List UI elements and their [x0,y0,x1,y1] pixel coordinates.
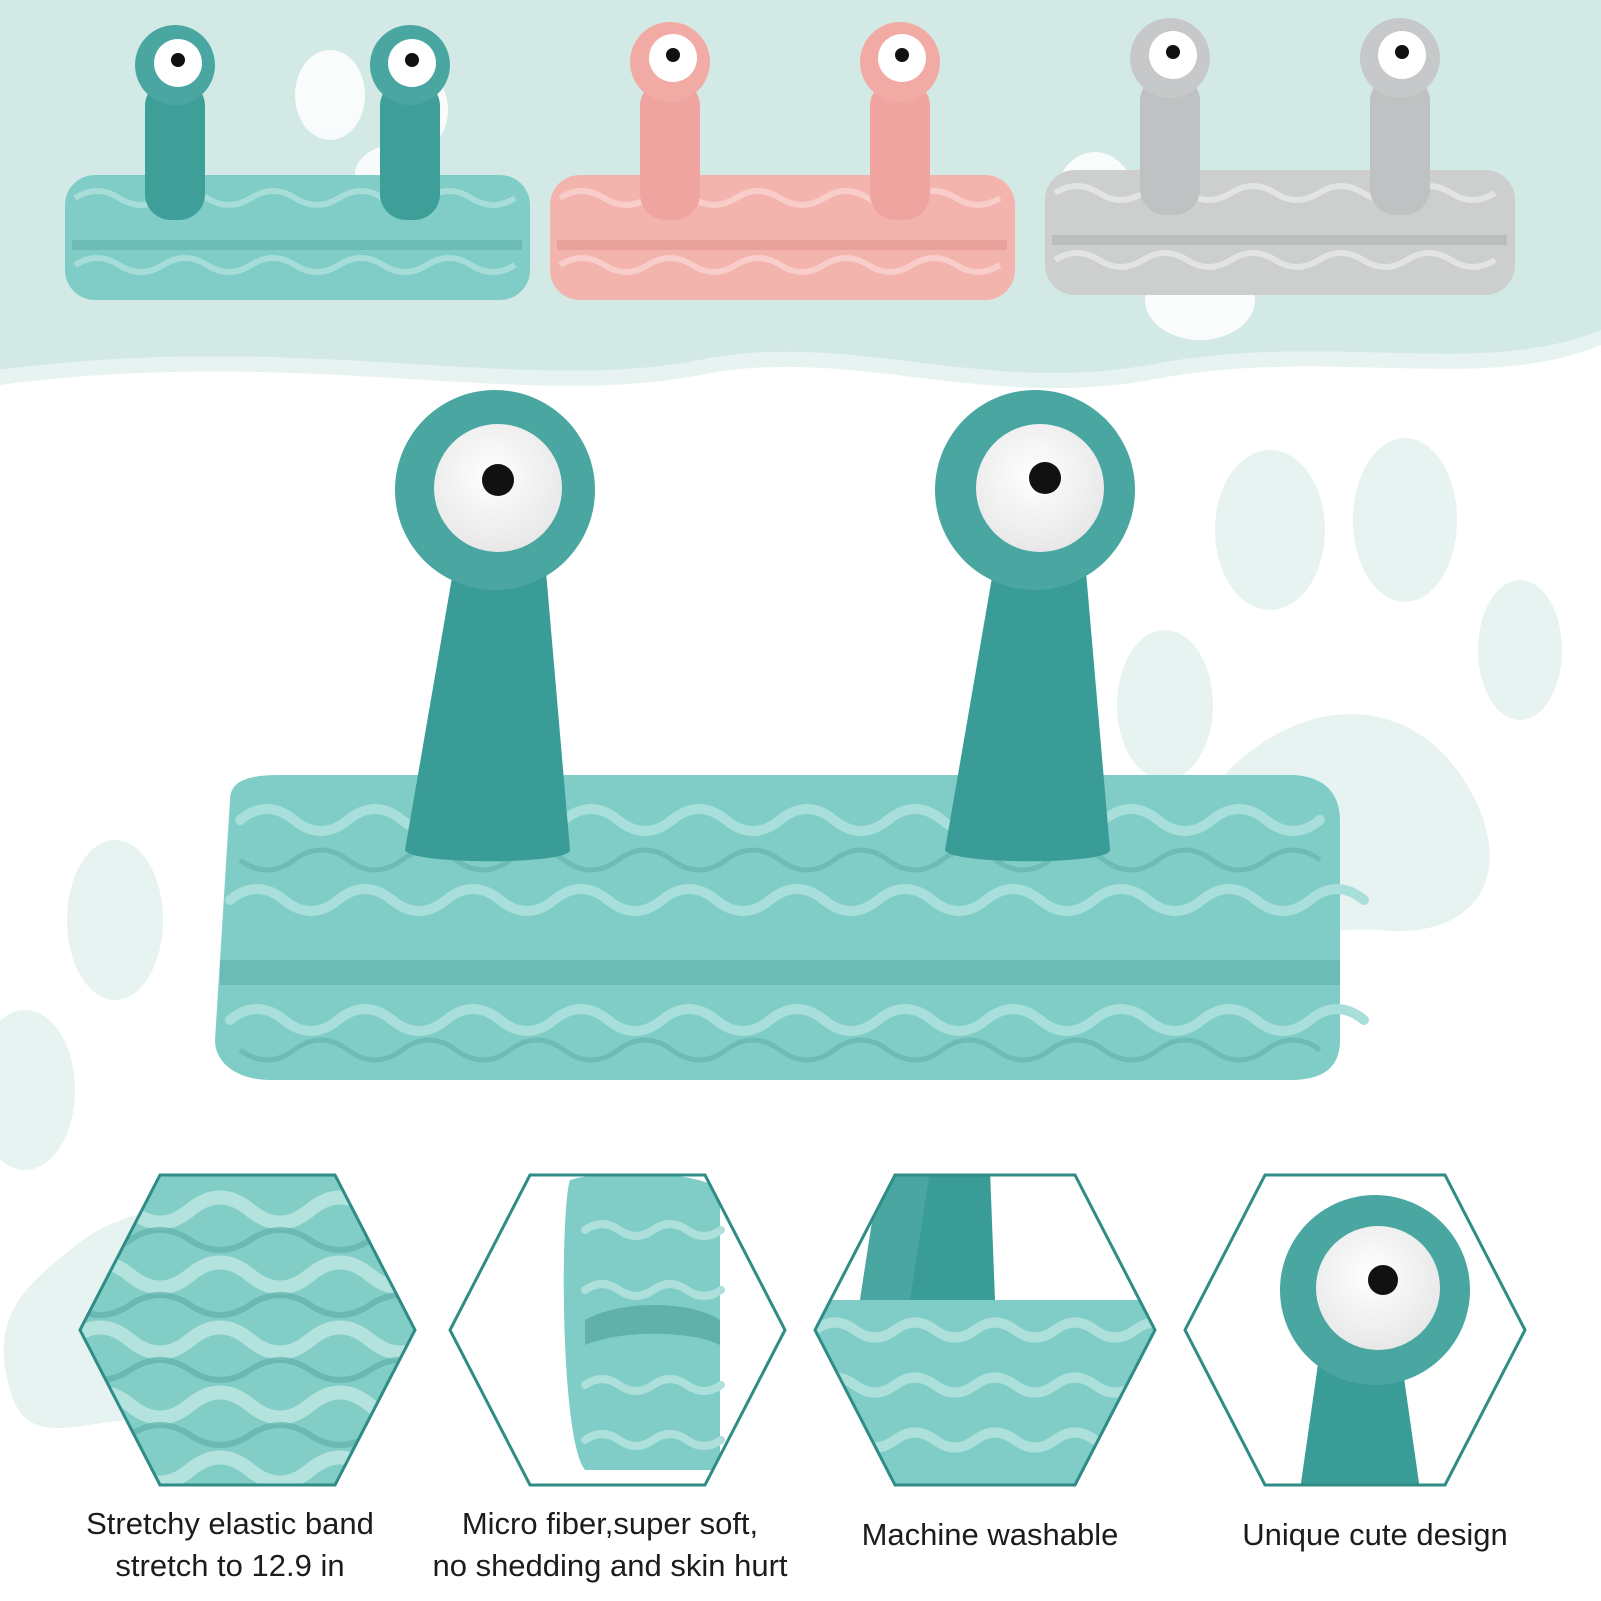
caption-line: Stretchy elastic band [86,1506,374,1541]
eye-stalk-left [405,545,570,862]
feature-hex-elastic [78,1173,417,1487]
headband-variant-pink [550,22,1015,300]
feature-caption-washable: Machine washable [800,1514,1180,1556]
caption-line: stretch to 12.9 in [115,1548,345,1583]
eye-stalk-right [945,545,1110,862]
feature-caption-design: Unique cute design [1175,1514,1575,1556]
feature-hex-washable [813,1173,1157,1487]
feature-hex-design [1183,1173,1527,1487]
main-headband [215,390,1369,1080]
caption-line: Machine washable [861,1517,1119,1552]
feature-hex-microfiber [448,1173,787,1487]
caption-line: no shedding and skin hurt [432,1548,788,1583]
headband-variant-teal [65,25,530,300]
feature-caption-elastic: Stretchy elastic band stretch to 12.9 in [40,1503,420,1587]
feature-hexagons [78,1173,1527,1487]
caption-line: Micro fiber,super soft, [461,1506,759,1541]
color-variants-row [65,18,1515,300]
caption-line: Unique cute design [1242,1517,1508,1552]
headband-variant-gray [1045,18,1515,295]
feature-caption-microfiber: Micro fiber,super soft, no shedding and … [400,1503,820,1587]
